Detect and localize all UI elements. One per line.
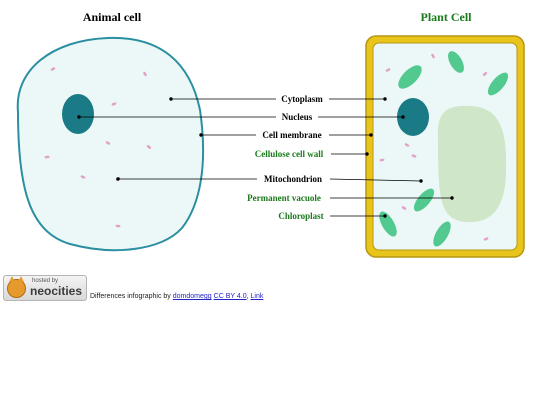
leader-dot xyxy=(199,133,203,137)
mitochondrion xyxy=(146,145,152,149)
chloroplast xyxy=(448,51,464,73)
leader-dot xyxy=(116,177,120,181)
leader-mitochondrion-plant xyxy=(329,178,422,182)
leader-dot xyxy=(383,214,387,218)
leader-dot xyxy=(365,152,369,156)
leader-dot xyxy=(419,179,423,183)
mitochondrion xyxy=(44,155,50,159)
label-cellulose-cell-wall: Cellulose cell wall xyxy=(255,149,324,159)
label-permanent-vacuole: Permanent vacuole xyxy=(247,193,321,203)
mitochondrion xyxy=(401,206,407,210)
plant-nucleus xyxy=(397,98,429,136)
chloroplast xyxy=(433,221,451,247)
leader-dot xyxy=(169,97,173,101)
plant-cell xyxy=(365,35,525,258)
leader-dot xyxy=(369,133,373,137)
neocities-cat-icon xyxy=(7,276,26,298)
chloroplast xyxy=(487,72,509,96)
leader-dot xyxy=(77,115,81,119)
credit-text: Differences infographic by xyxy=(90,293,171,300)
mitochondrion xyxy=(482,72,488,76)
source-link[interactable]: Link xyxy=(250,293,264,300)
mitochondrion xyxy=(379,158,385,162)
label-nucleus: Nucleus xyxy=(282,112,313,122)
chloroplast xyxy=(379,211,397,237)
cell-diagram: Animal cell Plant Cell xyxy=(16,10,525,258)
chloroplast xyxy=(398,65,422,89)
leader-dot xyxy=(383,97,387,101)
animal-cell-title: Animal cell xyxy=(83,10,142,24)
animal-cell xyxy=(16,36,205,252)
mitochondrion xyxy=(411,154,417,158)
mitochondrion xyxy=(111,102,117,106)
label-cell-membrane: Cell membrane xyxy=(262,130,321,140)
label-mitochondrion: Mitochondrion xyxy=(264,174,322,184)
chloroplasts xyxy=(379,51,509,247)
label-cytoplasm: Cytoplasm xyxy=(281,94,323,104)
mitochondrion xyxy=(431,53,435,59)
mitochondrion xyxy=(143,71,147,77)
mitochondrion xyxy=(80,175,86,179)
credit-separator: , xyxy=(246,293,249,300)
credit-line: Differences infographic by domdomegg CC … xyxy=(90,293,263,300)
mitochondrion xyxy=(115,224,121,228)
author-link[interactable]: domdomegg xyxy=(172,293,212,300)
leader-dot xyxy=(401,115,405,119)
animal-cell-membrane xyxy=(16,36,205,252)
mitochondrion xyxy=(105,141,111,145)
plant-mitochondria xyxy=(379,53,489,241)
leader-dot xyxy=(450,196,454,200)
animal-nucleus xyxy=(62,94,94,134)
permanent-vacuole xyxy=(437,105,507,223)
plant-cell-title: Plant Cell xyxy=(421,10,473,24)
mitochondrion xyxy=(385,68,391,72)
mitochondrion xyxy=(404,143,410,147)
label-chloroplast: Chloroplast xyxy=(278,211,323,221)
mitochondrion xyxy=(50,67,56,71)
neocities-badge[interactable]: hosted by neocities xyxy=(3,275,87,301)
badge-neocities: neocities xyxy=(30,284,83,298)
mitochondrion xyxy=(483,237,489,241)
badge-hosted-by: hosted by xyxy=(32,278,59,284)
chloroplast xyxy=(413,188,435,212)
leader-lines xyxy=(77,97,454,218)
license-link[interactable]: CC BY 4.0 xyxy=(213,293,247,300)
